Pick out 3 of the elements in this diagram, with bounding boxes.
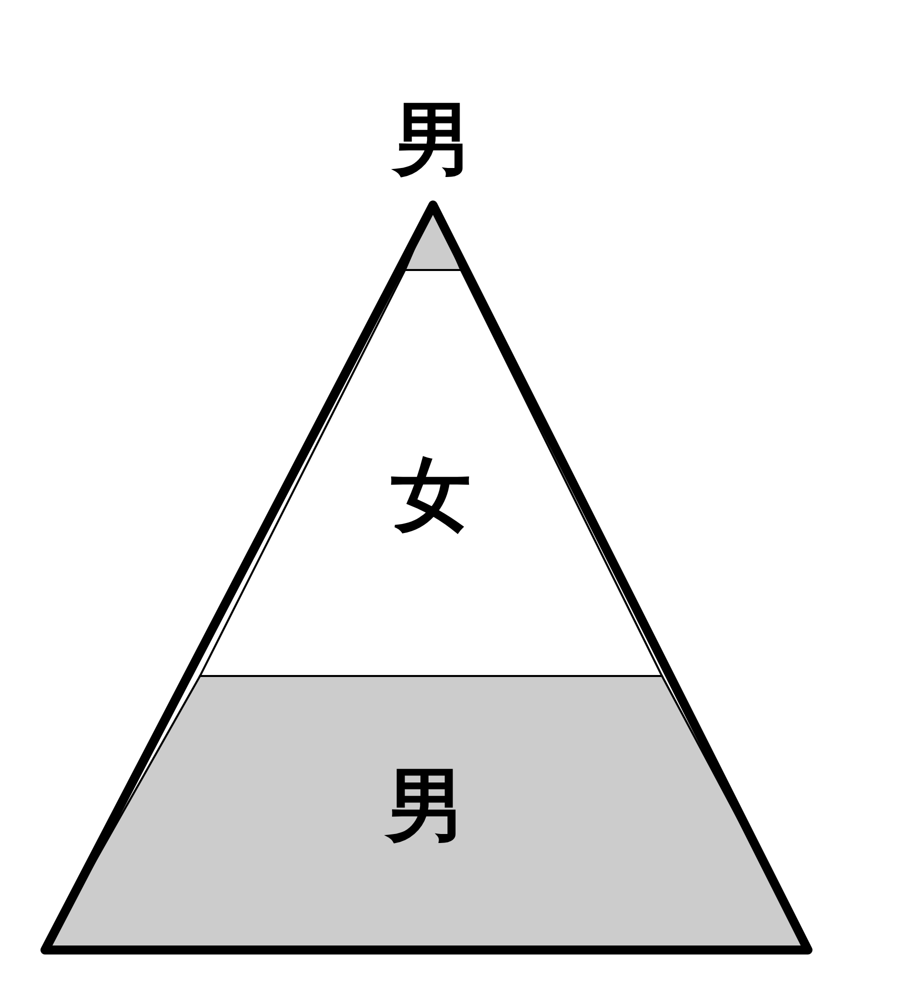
tier-label: 男 [386,766,466,846]
tier-label: 男 [393,100,473,180]
tier-label: 女 [391,455,471,535]
